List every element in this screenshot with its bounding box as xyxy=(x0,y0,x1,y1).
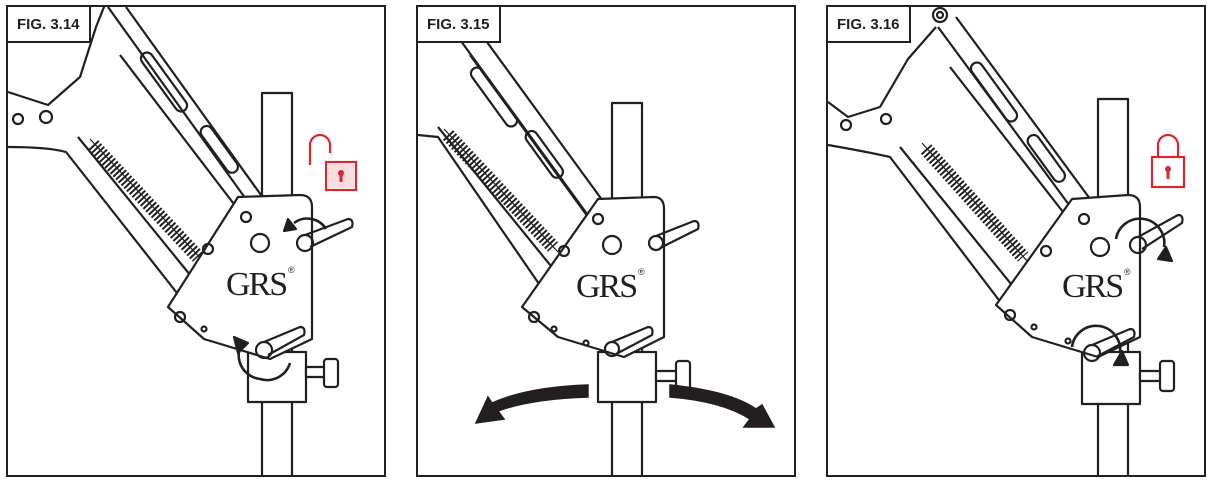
arm-illustration: GRS ® xyxy=(828,7,1186,475)
unlocked-padlock-icon xyxy=(308,133,358,192)
figure-panel-3-15: FIG. 3.15 xyxy=(416,5,796,477)
figure-label: FIG. 3.14 xyxy=(8,7,91,43)
figure-panel-3-16: FIG. 3.16 xyxy=(826,5,1206,477)
arm-illustration: GRS ® xyxy=(418,26,776,475)
grs-logo: GRS xyxy=(1062,268,1122,305)
figure-label: FIG. 3.16 xyxy=(828,7,911,43)
grs-logo: GRS xyxy=(226,266,286,303)
svg-text:®: ® xyxy=(1124,267,1131,277)
svg-text:®: ® xyxy=(288,265,295,275)
locked-padlock-icon xyxy=(1150,133,1186,189)
swivel-arrows-icon xyxy=(474,384,776,428)
figure-panel-3-14: FIG. 3.14 xyxy=(6,5,386,477)
grs-logo: GRS xyxy=(576,268,636,305)
svg-text:®: ® xyxy=(638,267,645,277)
arm-illustration: GRS ® xyxy=(8,7,358,475)
figure-label: FIG. 3.15 xyxy=(418,7,501,43)
